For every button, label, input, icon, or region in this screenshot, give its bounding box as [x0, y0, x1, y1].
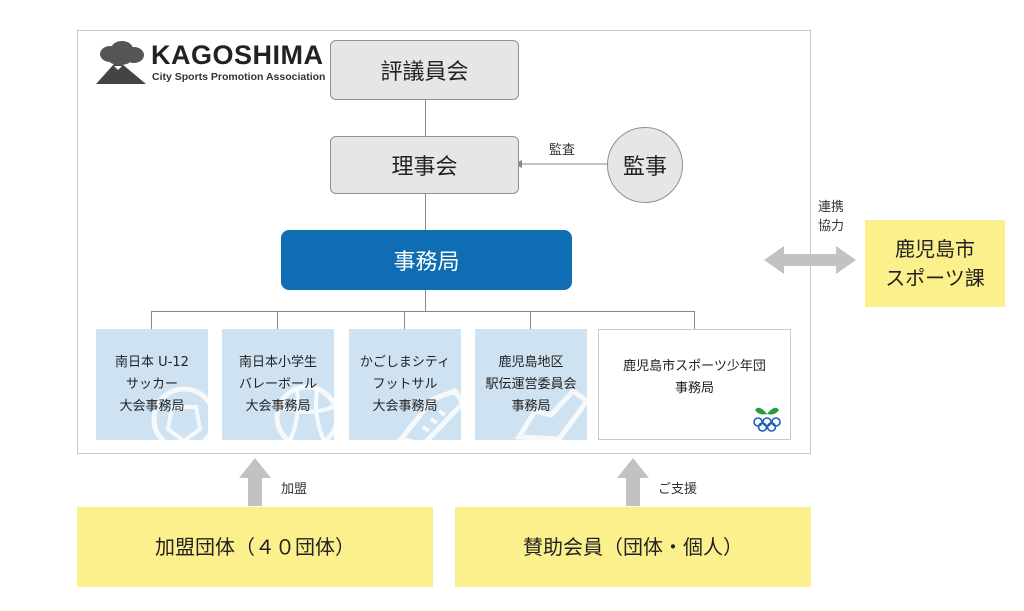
audit-arrow-icon — [514, 160, 610, 168]
board-node: 理事会 — [330, 136, 519, 194]
office-box-ekiden: 鹿児島地区 駅伝運営委員会 事務局 — [475, 329, 587, 440]
member-groups-node: 加盟団体（４０団体） — [77, 507, 433, 587]
city-sports-dept-node: 鹿児島市 スポーツ課 — [865, 220, 1005, 307]
connector-secretariat-branch — [425, 290, 426, 312]
logo-wordmark: KAGOSHIMA — [151, 40, 324, 70]
supporting-members-node: 賛助会員（団体・個人） — [455, 507, 811, 587]
branch-drop-5 — [694, 311, 695, 329]
auditor-node: 監事 — [607, 127, 683, 203]
soccer-ball-watermark-icon — [151, 386, 208, 440]
office-box-futsal: かごしまシティ フットサル 大会事務局 — [349, 329, 461, 440]
double-arrow-icon — [764, 246, 856, 274]
office-label-youth-sports: 鹿児島市スポーツ少年団 事務局 — [623, 358, 766, 396]
office-label-futsal: かごしまシティ フットサル 大会事務局 — [359, 354, 451, 414]
futsal-shoe-watermark-icon — [396, 387, 461, 440]
volcano-logo-icon — [96, 41, 146, 84]
volleyball-watermark-icon — [274, 384, 334, 440]
branch-drop-2 — [277, 311, 278, 329]
office-box-volleyball: 南日本小学生 バレーボール 大会事務局 — [222, 329, 334, 440]
connector-council-board — [425, 100, 426, 136]
support-up-arrow-icon — [617, 458, 649, 506]
youth-sports-rings-icon — [753, 407, 781, 432]
branch-drop-4 — [530, 311, 531, 329]
audit-label: 監査 — [549, 143, 576, 158]
connector-board-secretariat — [425, 194, 426, 230]
support-label: ご支援 — [658, 482, 698, 497]
affiliation-up-arrow-icon — [239, 458, 271, 506]
office-box-youth-sports: 鹿児島市スポーツ少年団 事務局 — [598, 329, 791, 440]
logo-subtitle: City Sports Promotion Association — [152, 71, 326, 83]
office-box-soccer: 南日本 U-12 サッカー 大会事務局 — [96, 329, 208, 440]
office-label-soccer: 南日本 U-12 サッカー 大会事務局 — [115, 354, 189, 414]
secretariat-node: 事務局 — [281, 230, 572, 290]
branch-drop-1 — [151, 311, 152, 329]
council-node: 評議員会 — [330, 40, 519, 100]
cooperation-label: 連携 協力 — [818, 200, 845, 234]
running-shoe-watermark-icon — [515, 387, 587, 440]
affiliation-label: 加盟 — [281, 482, 308, 497]
office-label-volleyball: 南日本小学生 バレーボール 大会事務局 — [238, 354, 317, 414]
office-label-ekiden: 鹿児島地区 駅伝運営委員会 事務局 — [485, 354, 577, 414]
branch-line — [151, 311, 695, 312]
branch-drop-3 — [404, 311, 405, 329]
